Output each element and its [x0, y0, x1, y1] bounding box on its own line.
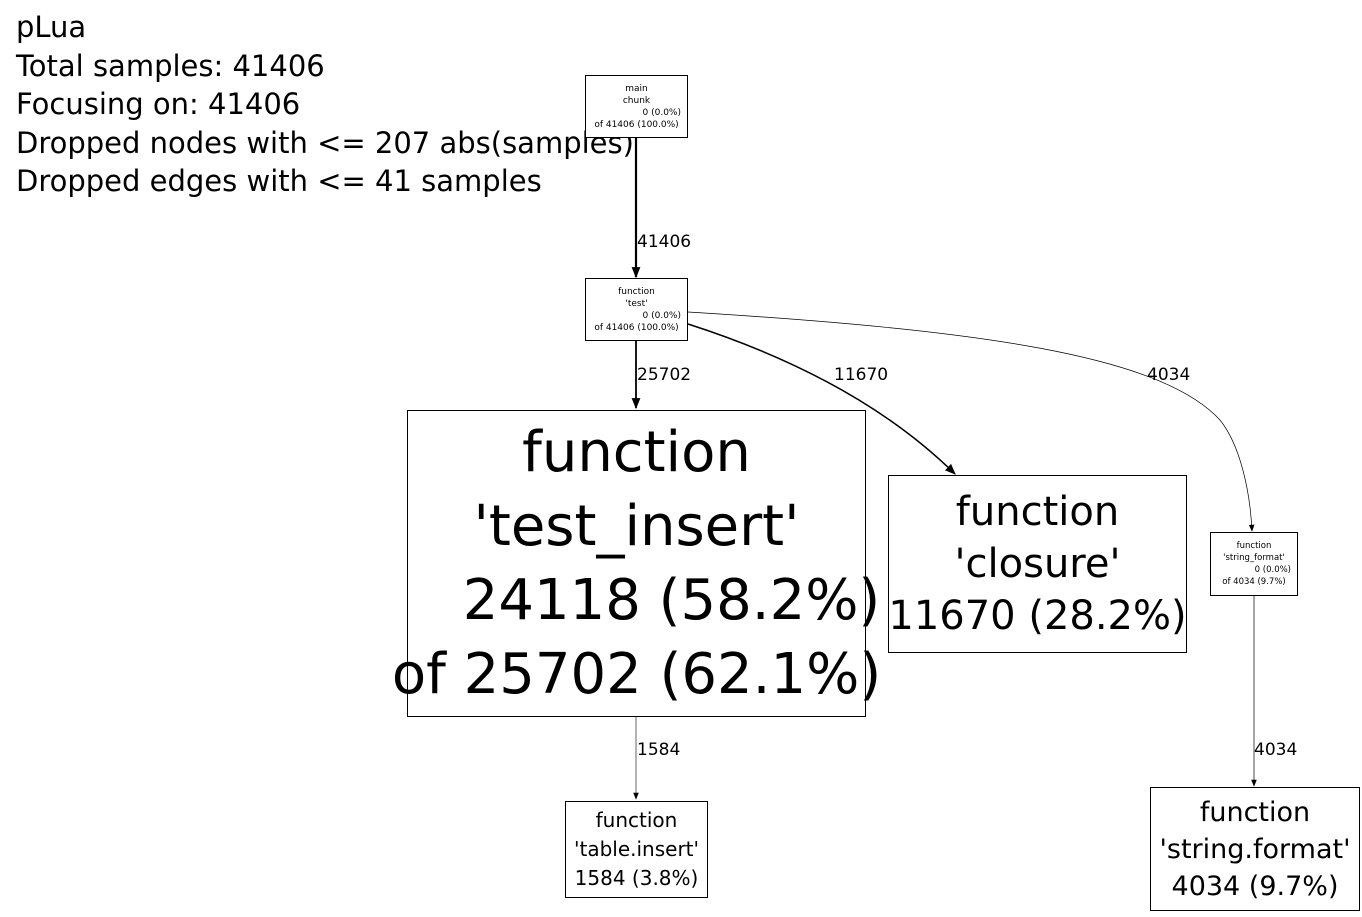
node-main-chunk: main chunk 0 (0.0%) of 41406 (100.0%)	[585, 75, 688, 138]
node-table-insert-line-1: function	[595, 808, 678, 832]
edge-label-test-to-closure: 11670	[834, 365, 889, 385]
header-total-samples: Total samples: 41406	[16, 48, 325, 83]
node-string-format-line-1: function	[1199, 796, 1311, 828]
node-string-format: function 'string.format' 4034 (9.7%)	[1150, 787, 1360, 911]
node-test-line-1: function	[618, 286, 655, 297]
node-test-line-2: 'test'	[625, 298, 648, 309]
node-closure-line-1: function	[955, 489, 1120, 535]
node-string-format-wrapper-line-4: of 4034 (9.7%)	[1222, 577, 1286, 587]
edge-label-main-to-test: 41406	[637, 232, 692, 252]
node-main-chunk-line-2: chunk	[622, 95, 651, 106]
node-table-insert-line-2: 'table.insert'	[573, 837, 700, 861]
node-test-insert-line-4: of 25702 (62.1%)	[391, 641, 882, 707]
node-table-insert: function 'table.insert' 1584 (3.8%)	[565, 801, 708, 898]
node-main-chunk-line-1: main	[625, 83, 648, 94]
node-string-format-wrapper-line-1: function	[1236, 541, 1272, 551]
node-closure-line-2: 'closure'	[954, 541, 1121, 587]
node-string-format-wrapper: function 'string_format' 0 (0.0%) of 403…	[1210, 532, 1298, 596]
edge-label-test-to-test-insert: 25702	[637, 365, 692, 385]
edge-label-test-insert-to-table-insert: 1584	[637, 740, 681, 760]
node-test-insert-line-1: function	[522, 419, 751, 485]
node-test-line-4: of 41406 (100.0%)	[594, 322, 679, 333]
edge-label-test-to-string-format: 4034	[1147, 365, 1191, 385]
node-string-format-wrapper-line-3: 0 (0.0%)	[1254, 565, 1291, 575]
node-main-chunk-line-4: of 41406 (100.0%)	[594, 119, 679, 130]
node-main-chunk-line-3: 0 (0.0%)	[642, 107, 681, 118]
graph-header: pLua Total samples: 41406 Focusing on: 4…	[16, 8, 634, 201]
node-string-format-line-3: 4034 (9.7%)	[1171, 870, 1339, 902]
node-test-insert-line-3: 24118 (58.2%)	[462, 567, 881, 633]
node-string-format-wrapper-line-2: 'string_format'	[1223, 553, 1285, 563]
header-dropped-edges: Dropped edges with <= 41 samples	[16, 164, 542, 198]
header-dropped-nodes: Dropped nodes with <= 207 abs(samples)	[16, 125, 634, 160]
node-test: function 'test' 0 (0.0%) of 41406 (100.0…	[585, 278, 688, 341]
node-closure: function 'closure' 11670 (28.2%)	[888, 475, 1187, 653]
node-table-insert-line-3: 1584 (3.8%)	[574, 866, 699, 890]
node-test-insert: function 'test_insert' 24118 (58.2%) of …	[392, 410, 881, 717]
node-closure-line-3: 11670 (28.2%)	[888, 593, 1187, 639]
header-focusing-on: Focusing on: 41406	[16, 87, 301, 121]
edge-test-to-closure	[687, 323, 956, 475]
node-test-line-3: 0 (0.0%)	[642, 310, 681, 321]
header-title: pLua	[16, 10, 87, 44]
node-string-format-line-2: 'string.format'	[1159, 833, 1351, 865]
node-test-insert-line-2: 'test_insert'	[473, 493, 800, 559]
edge-test-to-string-format	[687, 311, 1255, 532]
edge-label-string-format-to-string-format: 4034	[1254, 740, 1298, 760]
